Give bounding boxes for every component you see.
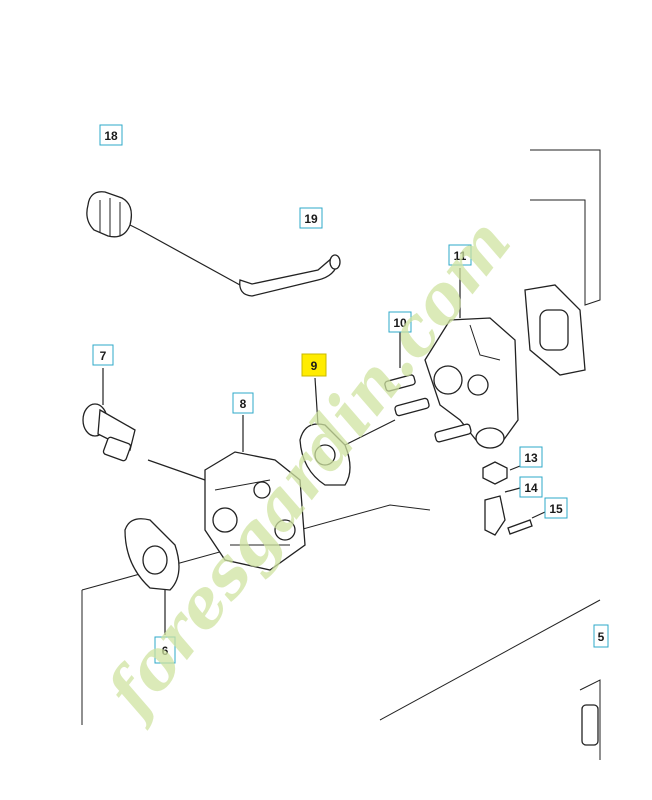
callout-7[interactable]: 7 [92,344,114,366]
callout-6[interactable]: 6 [154,636,176,664]
callout-15[interactable]: 15 [544,497,568,519]
watermark-text: foresgardin.com [89,204,526,733]
svg-text:5: 5 [598,630,605,644]
svg-text:18: 18 [104,129,118,143]
part-10-screws [384,330,472,443]
callout-5[interactable]: 5 [593,624,609,648]
callout-8[interactable]: 8 [232,392,254,414]
svg-text:11: 11 [454,249,467,263]
svg-text:6: 6 [162,644,169,658]
part-5-edge [581,704,599,746]
part-19-hose [139,229,341,297]
part-13-nut [482,461,521,485]
svg-text:8: 8 [240,397,247,411]
svg-text:15: 15 [549,502,563,516]
svg-text:10: 10 [393,316,407,330]
background-housing [81,149,601,760]
callout-11[interactable]: 11 [448,244,472,266]
svg-text:9: 9 [311,359,318,373]
part-11-intake [424,268,519,449]
callout-9-highlighted[interactable]: 9 [301,353,327,377]
part-gasket-right [524,284,586,376]
part-6-gasket [124,518,180,635]
svg-text:19: 19 [304,212,318,226]
callout-10[interactable]: 10 [388,311,412,333]
svg-text:14: 14 [524,481,538,495]
callout-19[interactable]: 19 [299,207,323,229]
callout-18[interactable]: 18 [99,124,123,146]
svg-text:13: 13 [524,451,538,465]
callout-14[interactable]: 14 [519,476,543,498]
svg-text:7: 7 [100,349,107,363]
part-9-gasket [299,377,396,486]
callout-13[interactable]: 13 [519,446,543,468]
part-18-fitting [86,191,141,238]
part-14-valve [484,487,521,536]
part-8-carburetor [147,415,306,571]
part-7-primer [82,368,136,462]
part-15-screw [507,511,546,535]
